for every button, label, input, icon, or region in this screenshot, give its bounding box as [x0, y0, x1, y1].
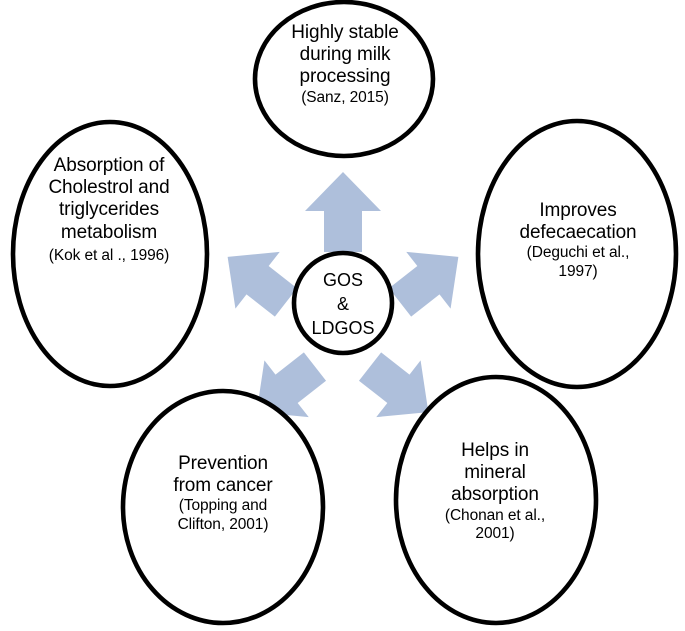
- node-right-ellipse[interactable]: [475, 118, 679, 390]
- arrow-lower-right-shape: [358, 352, 429, 418]
- arrow-upper-left-group: [227, 251, 298, 317]
- arrow-upper-left-shape: [227, 251, 298, 317]
- node-left-ellipse[interactable]: [10, 119, 210, 389]
- node-top-ellipse[interactable]: [252, 0, 436, 159]
- arrow-lower-left-shape: [256, 352, 327, 418]
- center-node-ellipse[interactable]: [291, 250, 395, 356]
- node-bottom-right-ellipse[interactable]: [393, 374, 599, 626]
- arrow-lower-left-group: [256, 352, 327, 418]
- arrow-upper-right-group: [388, 251, 459, 317]
- arrow-upper-right-shape: [388, 251, 459, 317]
- arrow-up-shape: [305, 172, 381, 252]
- arrow-lower-right-group: [358, 352, 429, 418]
- node-bottom-left-ellipse[interactable]: [120, 388, 326, 626]
